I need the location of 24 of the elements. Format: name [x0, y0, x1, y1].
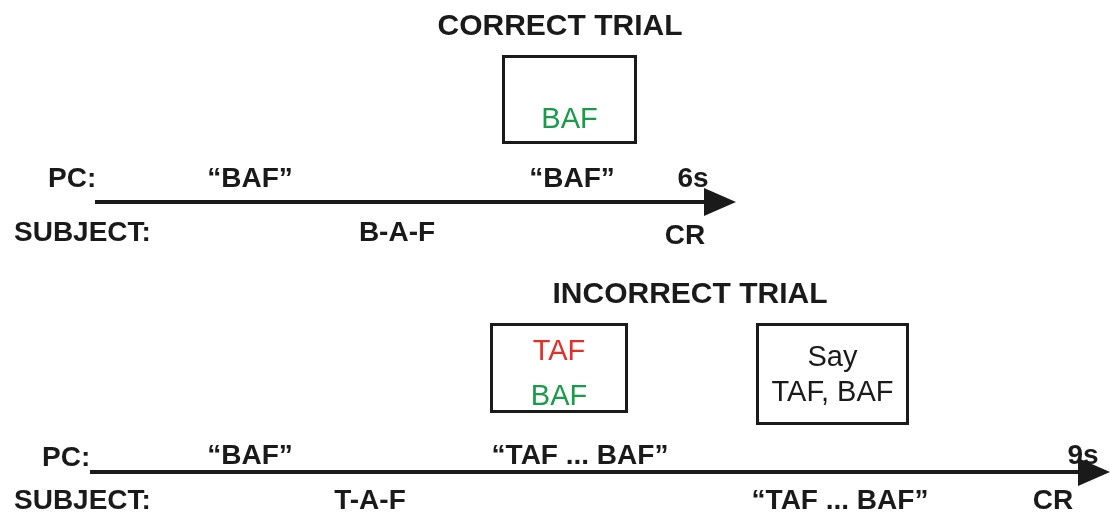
- speech-text: “TAF ... BAF”: [491, 439, 669, 471]
- box-text: Say TAF, BAF: [770, 339, 895, 409]
- response-text: T-A-F: [334, 484, 406, 514]
- title: INCORRECT TRIAL: [552, 276, 828, 310]
- row-label: SUBJECT:: [14, 484, 151, 514]
- box-text: TAF: [531, 332, 587, 368]
- speech-text: “TAF ... BAF”: [751, 484, 929, 514]
- row-label: PC:: [42, 441, 91, 473]
- box-text: BAF: [529, 377, 589, 413]
- speech-text: “BAF”: [207, 162, 293, 194]
- time-label: 6s: [677, 162, 709, 194]
- text-box: [756, 323, 909, 425]
- text-box: [502, 55, 637, 144]
- text-box: [490, 323, 628, 413]
- speech-text: “BAF”: [529, 162, 615, 194]
- row-label: SUBJECT:: [14, 216, 151, 248]
- speech-text: “BAF”: [207, 439, 293, 471]
- response-text: B-A-F: [358, 216, 436, 248]
- outcome-label: CR: [664, 219, 706, 251]
- outcome-label: CR: [1032, 484, 1074, 514]
- box-text: BAF: [540, 100, 599, 136]
- time-label: 9s: [1067, 439, 1099, 471]
- title: CORRECT TRIAL: [437, 8, 683, 42]
- row-label: PC:: [48, 162, 97, 194]
